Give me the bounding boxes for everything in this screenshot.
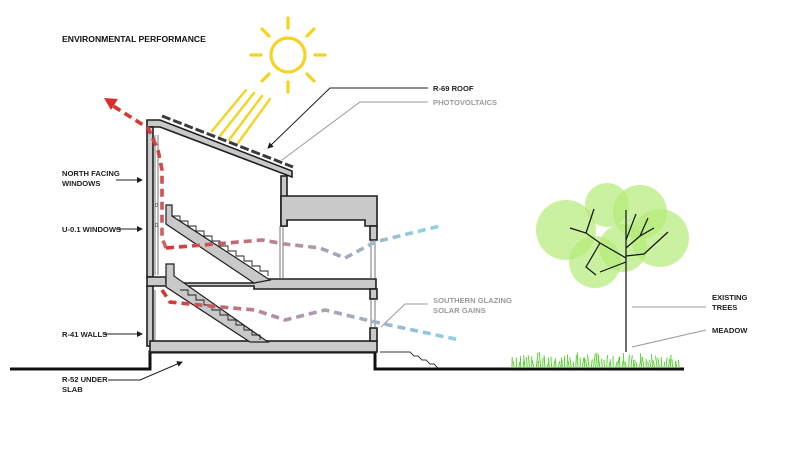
label-existing-trees-1: EXISTING: [712, 293, 748, 302]
grass-blade: [567, 360, 570, 369]
grass-blade: [525, 356, 528, 369]
grass-blade: [566, 354, 569, 369]
clerestory-roof: [280, 195, 378, 227]
stair-upper: [165, 204, 272, 284]
south-wall-lower: [369, 288, 378, 300]
ground-floor-slab: [149, 340, 378, 353]
grass-blade: [621, 360, 624, 369]
air-flow: [109, 102, 461, 342]
grass-blade: [624, 361, 627, 369]
air-flow-upper: [165, 224, 441, 260]
grass-blade: [535, 352, 539, 369]
grass-blade: [630, 355, 633, 369]
grass-blade: [587, 354, 590, 369]
label-north-windows-2: WINDOWS: [62, 179, 100, 188]
stair-lower: [165, 263, 270, 343]
meadow-grass: [511, 352, 680, 369]
grass-blade: [674, 361, 678, 369]
grass-blade: [561, 357, 564, 369]
grass-blade: [585, 359, 588, 369]
label-r52-slab-1: R-52 UNDER: [62, 375, 108, 384]
grass-blade: [617, 357, 620, 369]
grass-blade: [608, 359, 612, 369]
sun-icon: [249, 16, 327, 94]
grass-blade: [557, 361, 561, 369]
grass-blade: [523, 355, 526, 369]
grass-blade: [622, 352, 625, 369]
grass-blade: [550, 356, 553, 369]
grass-blade: [609, 361, 612, 369]
north-windows: [154, 135, 159, 340]
grass-blade: [592, 353, 596, 369]
grass-blade: [663, 361, 666, 369]
warm-air-stack: [109, 102, 168, 249]
grass-blade: [632, 359, 635, 369]
label-u01-windows: U-0.1 WINDOWS: [62, 225, 121, 234]
exterior-steps: [380, 351, 439, 369]
air-flow-lower: [160, 289, 461, 342]
solar-rays: [210, 88, 272, 145]
grass-blade: [665, 357, 668, 369]
arrow-up-left-icon: [104, 98, 118, 110]
house-section: [146, 119, 378, 353]
south-wall-base: [369, 327, 378, 342]
grass-blade: [527, 355, 531, 369]
label-southern-glazing-2: SOLAR GAINS: [433, 306, 486, 315]
north-wall-lower: [146, 285, 154, 347]
grass-blade: [667, 358, 671, 369]
grass-blade: [632, 360, 636, 369]
grass-blade: [518, 361, 521, 369]
tree-trunk: [569, 208, 669, 352]
grass-blade: [606, 355, 608, 369]
label-existing-trees-2: TREES: [712, 303, 737, 312]
grass-blade: [601, 358, 603, 369]
grass-blade: [657, 357, 660, 369]
north-wall-upper: [146, 126, 154, 278]
grass-blade: [547, 357, 550, 369]
tree-canopy: [536, 183, 689, 288]
label-north-windows-1: NORTH FACING: [62, 169, 120, 178]
grass-blade: [649, 359, 652, 369]
grass-blade: [512, 360, 515, 369]
grass-blade: [569, 357, 572, 369]
photovoltaic-panels: [161, 114, 294, 169]
grass-blade: [639, 353, 643, 369]
grass-blade: [595, 352, 598, 369]
grass-blade: [543, 355, 546, 369]
label-r41-walls: R-41 WALLS: [62, 330, 107, 339]
annotation-labels: R-69 ROOF PHOTOVOLTAICS NORTH FACING WIN…: [62, 84, 748, 394]
label-photovoltaics: PHOTOVOLTAICS: [433, 98, 497, 107]
grass-blade: [655, 355, 658, 369]
grass-blade: [669, 354, 672, 369]
label-southern-glazing-1: SOUTHERN GLAZING: [433, 296, 512, 305]
grass-blade: [652, 360, 656, 369]
grass-blade: [581, 357, 585, 369]
grass-blade: [628, 354, 630, 369]
grass-blade: [531, 360, 535, 369]
grass-blade: [677, 360, 680, 369]
grass-blade: [614, 360, 618, 369]
grass-blade: [554, 358, 557, 369]
label-r69-roof: R-69 ROOF: [433, 84, 474, 93]
roof-slab: [146, 119, 293, 179]
label-r52-slab-2: SLAB: [62, 385, 83, 394]
grass-blade: [575, 355, 577, 369]
label-meadow: MEADOW: [712, 326, 748, 335]
grass-blade: [553, 360, 556, 369]
grass-blade: [671, 359, 674, 369]
page-title: ENVIRONMENTAL PERFORMANCE: [62, 34, 206, 44]
grass-blade: [538, 352, 542, 369]
grass-blade: [641, 357, 645, 369]
grass-blade: [597, 356, 601, 369]
leader-lines: [104, 87, 707, 381]
grass-blade: [590, 359, 593, 369]
south-windows: [279, 226, 376, 328]
grass-blade: [576, 352, 579, 369]
grass-blade: [635, 361, 638, 369]
grass-blade: [647, 361, 649, 369]
grass-blade: [650, 354, 654, 369]
south-wall-upper: [369, 225, 378, 241]
